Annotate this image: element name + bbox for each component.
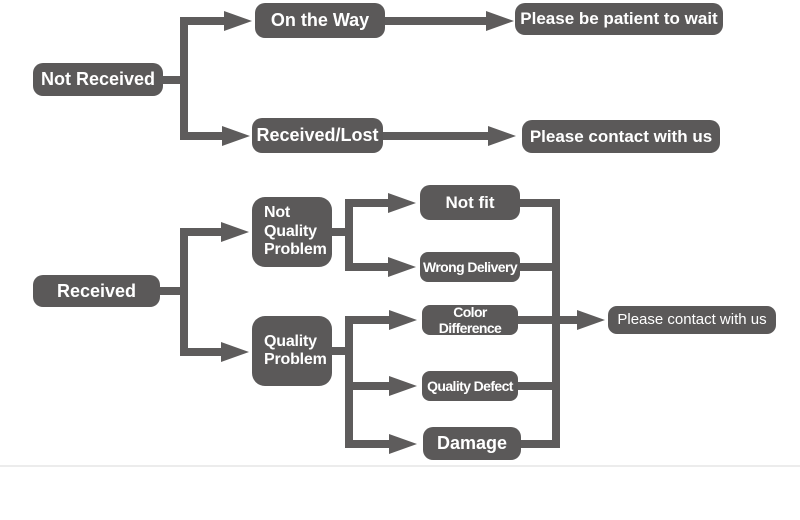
- connector-nqp-branch-vertical: [345, 198, 353, 271]
- node-not-quality-problem: Not Quality Problem: [252, 197, 332, 267]
- connector-qp-branch-vertical: [345, 316, 353, 448]
- node-received: Received: [33, 275, 160, 307]
- node-not-fit: Not fit: [420, 185, 520, 220]
- node-please-contact-top: Please contact with us: [522, 120, 720, 153]
- connector-to-on-the-way: [180, 17, 226, 25]
- arrowhead-to-received-lost-icon: [222, 125, 250, 146]
- node-quality-defect: Quality Defect: [422, 371, 518, 401]
- connector-qp-stub: [330, 347, 349, 355]
- node-damage: Damage: [423, 427, 521, 460]
- connector-to-wrong-delivery: [345, 263, 390, 271]
- arrowhead-to-damage-icon: [389, 433, 417, 454]
- connector-collector-to-contact-mid: [518, 316, 579, 324]
- connector-to-not-fit: [345, 198, 390, 207]
- arrowhead-to-quality-problem-icon: [221, 342, 249, 362]
- connector-on-the-way-to-patient: [385, 17, 488, 25]
- connector-to-damage: [345, 439, 391, 448]
- arrowhead-to-contact-mid-icon: [577, 310, 605, 330]
- connector-to-received-lost: [180, 131, 224, 140]
- arrowhead-to-on-the-way-icon: [224, 11, 252, 31]
- arrowhead-to-not-fit-icon: [388, 192, 416, 213]
- node-received-lost: Received/Lost: [252, 118, 383, 153]
- arrowhead-to-wrong-delivery-icon: [388, 257, 416, 277]
- connector-to-color-difference: [345, 316, 391, 324]
- connector-not-received-branch-vertical: [180, 17, 188, 140]
- connector-to-not-quality-problem: [180, 228, 223, 236]
- arrowhead-to-quality-defect-icon: [389, 376, 417, 396]
- connector-damage-to-collector: [521, 439, 556, 448]
- connector-received-branch-vertical: [180, 228, 188, 356]
- connector-quality-defect-to-collector: [518, 382, 556, 390]
- background-seam-divider: [0, 465, 800, 467]
- node-color-difference: Color Difference: [422, 304, 518, 336]
- connector-not-received-stub: [160, 75, 184, 84]
- connector-received-lost-to-contact: [383, 131, 490, 140]
- node-please-be-patient: Please be patient to wait: [515, 3, 723, 35]
- arrowhead-to-patient-icon: [486, 11, 514, 31]
- connector-to-quality-problem: [180, 348, 223, 356]
- node-wrong-delivery: Wrong Delivery: [420, 252, 520, 282]
- arrowhead-to-contact-top-icon: [488, 125, 516, 146]
- node-quality-problem: Quality Problem: [252, 316, 332, 386]
- connector-wrong-delivery-to-collector: [520, 263, 556, 271]
- connector-not-fit-to-collector: [520, 198, 556, 207]
- arrowhead-to-not-quality-problem-icon: [221, 222, 249, 242]
- connector-received-stub: [160, 287, 184, 295]
- node-not-received: Not Received: [33, 63, 163, 96]
- node-please-contact-mid: Please contact with us: [608, 306, 776, 334]
- node-on-the-way: On the Way: [255, 3, 385, 38]
- arrowhead-to-color-difference-icon: [389, 310, 417, 330]
- connector-to-quality-defect: [345, 382, 391, 390]
- connector-nqp-stub: [330, 228, 349, 236]
